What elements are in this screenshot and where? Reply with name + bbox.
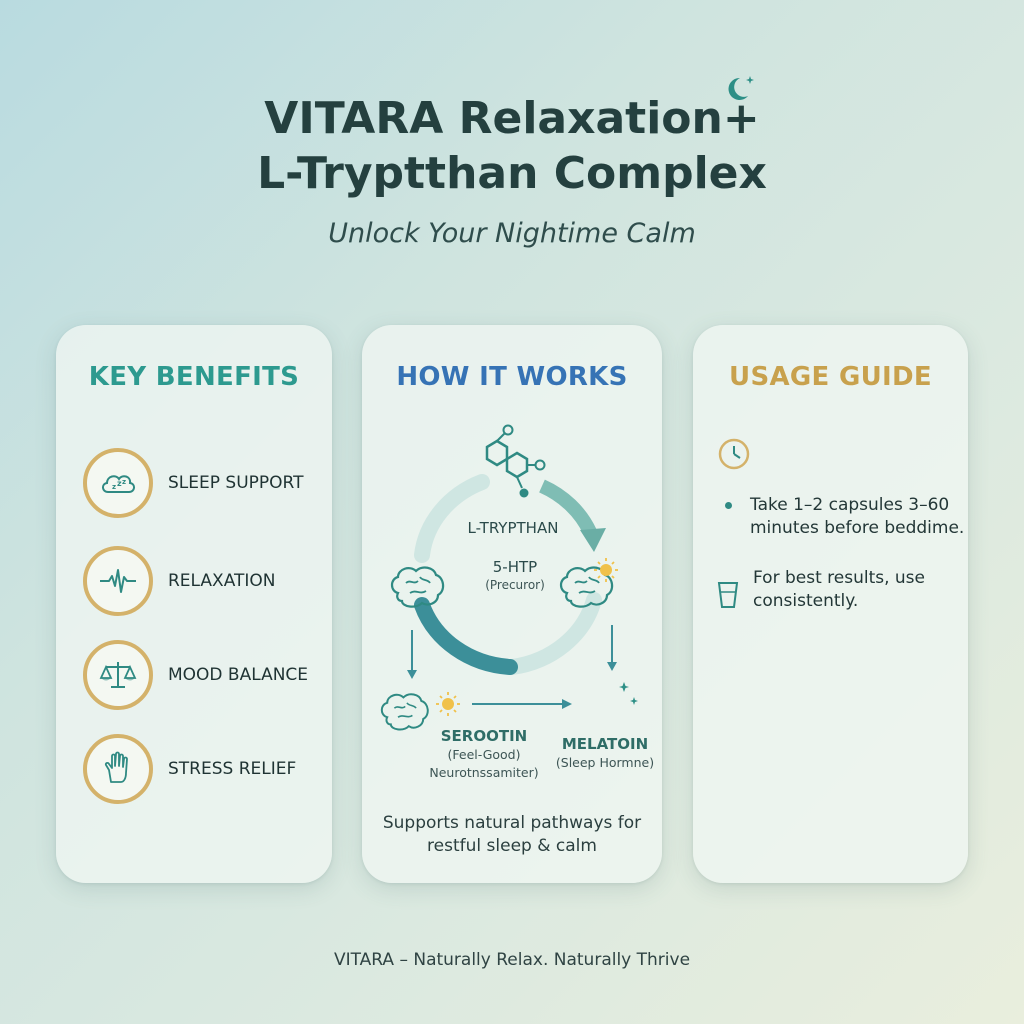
usage-guide-card: [693, 325, 968, 883]
title-line-2: L-Tryptthan Complex: [257, 148, 767, 199]
dosage-instruction: Take 1–2 capsules 3–60 minutes before be…: [750, 494, 964, 540]
down-arrow-left: [407, 670, 417, 679]
benefit-relaxation: RELAXATION: [168, 571, 276, 591]
consistency-tip: For best results, use consistently.: [753, 567, 925, 613]
5-htp-label: 5-HTP: [492, 558, 538, 576]
usage-guide-heading: USAGE GUIDE: [729, 362, 932, 392]
footer-tagline: VITARA – Naturally Relax. Naturally Thri…: [333, 950, 691, 970]
caption-line-1: Supports natural pathways for: [382, 813, 642, 833]
svg-text:z: z: [112, 483, 116, 491]
brain-icon-bottom: [380, 693, 429, 731]
brain-icon-left: [390, 566, 445, 608]
dosage-line-1: Take 1–2 capsules 3–60: [750, 495, 950, 515]
key-benefits-heading: KEY BENEFITS: [88, 362, 300, 392]
sun-icon-right: [594, 558, 618, 582]
precursor-label: (Precuror): [485, 578, 545, 592]
melatonin-sub: (Sleep Hormne): [555, 755, 655, 770]
heartbeat-wave-icon: [83, 546, 153, 616]
balance-scale-icon: [83, 640, 153, 710]
benefit-stress-relief: STRESS RELIEF: [168, 759, 297, 779]
crescent-moon-icon: [728, 76, 754, 100]
serotonin-label: SEROOTIN: [440, 727, 528, 745]
cycle-arc-top: [414, 474, 490, 563]
how-it-works-caption: Supports natural pathways for restful sl…: [362, 812, 662, 858]
caption-line-2: restful sleep & calm: [427, 836, 597, 856]
how-it-works-card: [362, 325, 662, 883]
melatonin-label: MELATOIN: [561, 735, 649, 753]
serotonin-sub-2: Neurotnssamiter): [429, 765, 539, 780]
down-arrow-right: [607, 662, 617, 671]
benefit-sleep-support: SLEEP SUPPORT: [168, 473, 304, 493]
sleep-cloud-icon: z z z: [83, 448, 153, 518]
svg-text:z: z: [122, 478, 126, 486]
dosage-line-2: minutes before beddime.: [750, 518, 965, 538]
raised-hand-icon: [83, 734, 153, 804]
bullet-dot: [725, 502, 732, 509]
serotonin-sub-1: (Feel-Good): [447, 747, 521, 762]
moon-stars-icon: [595, 682, 638, 719]
tip-line-1: For best results, use: [753, 568, 925, 588]
molecule-icon: [485, 424, 546, 498]
water-glass-icon: [717, 582, 739, 608]
benefit-mood-balance: MOOD BALANCE: [168, 665, 309, 685]
how-it-works-heading: HOW IT WORKS: [396, 362, 628, 392]
brain-icon-right: [559, 566, 614, 608]
svg-text:z: z: [117, 479, 122, 488]
clock-icon: [718, 438, 750, 470]
cycle-arc-bottom-left: [414, 597, 518, 675]
pathway-diagram: [380, 424, 638, 731]
subtitle: Unlock Your Nightime Calm: [328, 218, 696, 249]
cycle-arc-bottom-right: [504, 592, 602, 675]
cycle-arc-right: [538, 479, 597, 536]
title-line-1: VITARA Relaxation+: [264, 93, 760, 144]
right-arrow: [562, 699, 572, 709]
sun-icon-bottom: [436, 692, 460, 716]
tip-line-2: consistently.: [753, 591, 859, 611]
cycle-arrow-head: [580, 528, 606, 552]
l-tryptophan-label: L-TRYPTHAN: [467, 519, 559, 537]
